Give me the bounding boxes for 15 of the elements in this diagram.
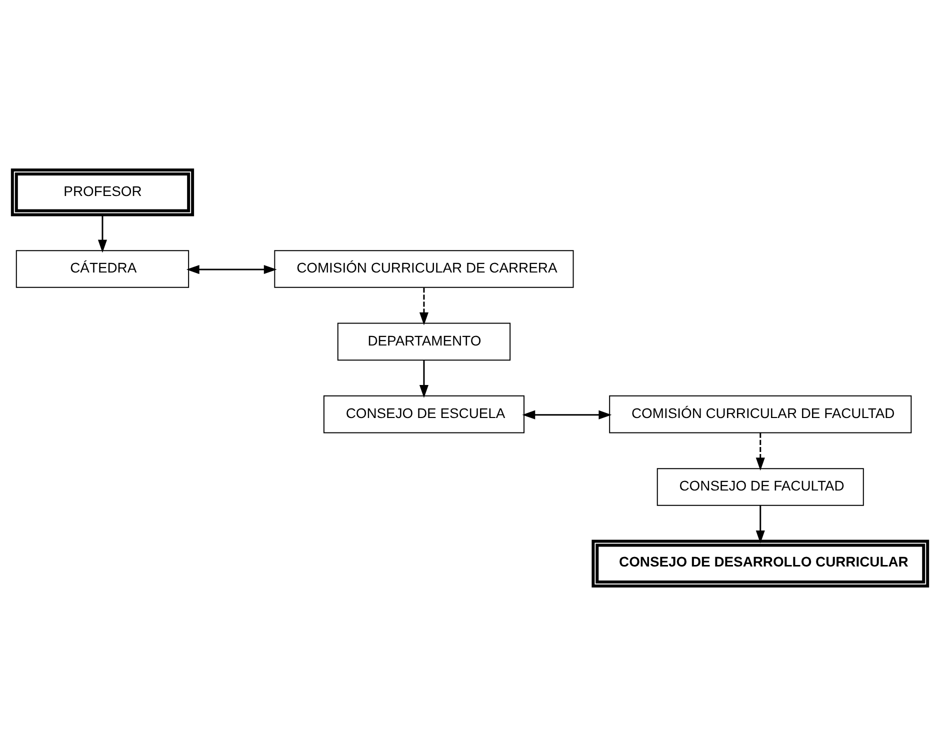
arrow	[419, 288, 428, 326]
node-box: PROFESOR	[10, 168, 194, 216]
node-box: COMISIÓN CURRICULAR DE FACULTAD	[609, 395, 912, 434]
node-box: DEPARTAMENTO	[337, 322, 511, 361]
arrow	[419, 360, 428, 398]
node-box: CONSEJO DE ESCUELA	[323, 395, 524, 434]
arrow	[756, 506, 765, 544]
node-box: COMISIÓN CURRICULAR DE CARRERA	[274, 250, 574, 288]
arrow	[186, 264, 277, 274]
node-box: CONSEJO DE FACULTAD	[656, 468, 864, 506]
node-box: CONSEJO DE DESARROLLO CURRICULAR	[592, 540, 930, 588]
arrow	[756, 433, 765, 471]
arrow	[98, 214, 108, 253]
node-box: CÁTEDRA	[16, 250, 190, 288]
arrow	[522, 410, 612, 420]
